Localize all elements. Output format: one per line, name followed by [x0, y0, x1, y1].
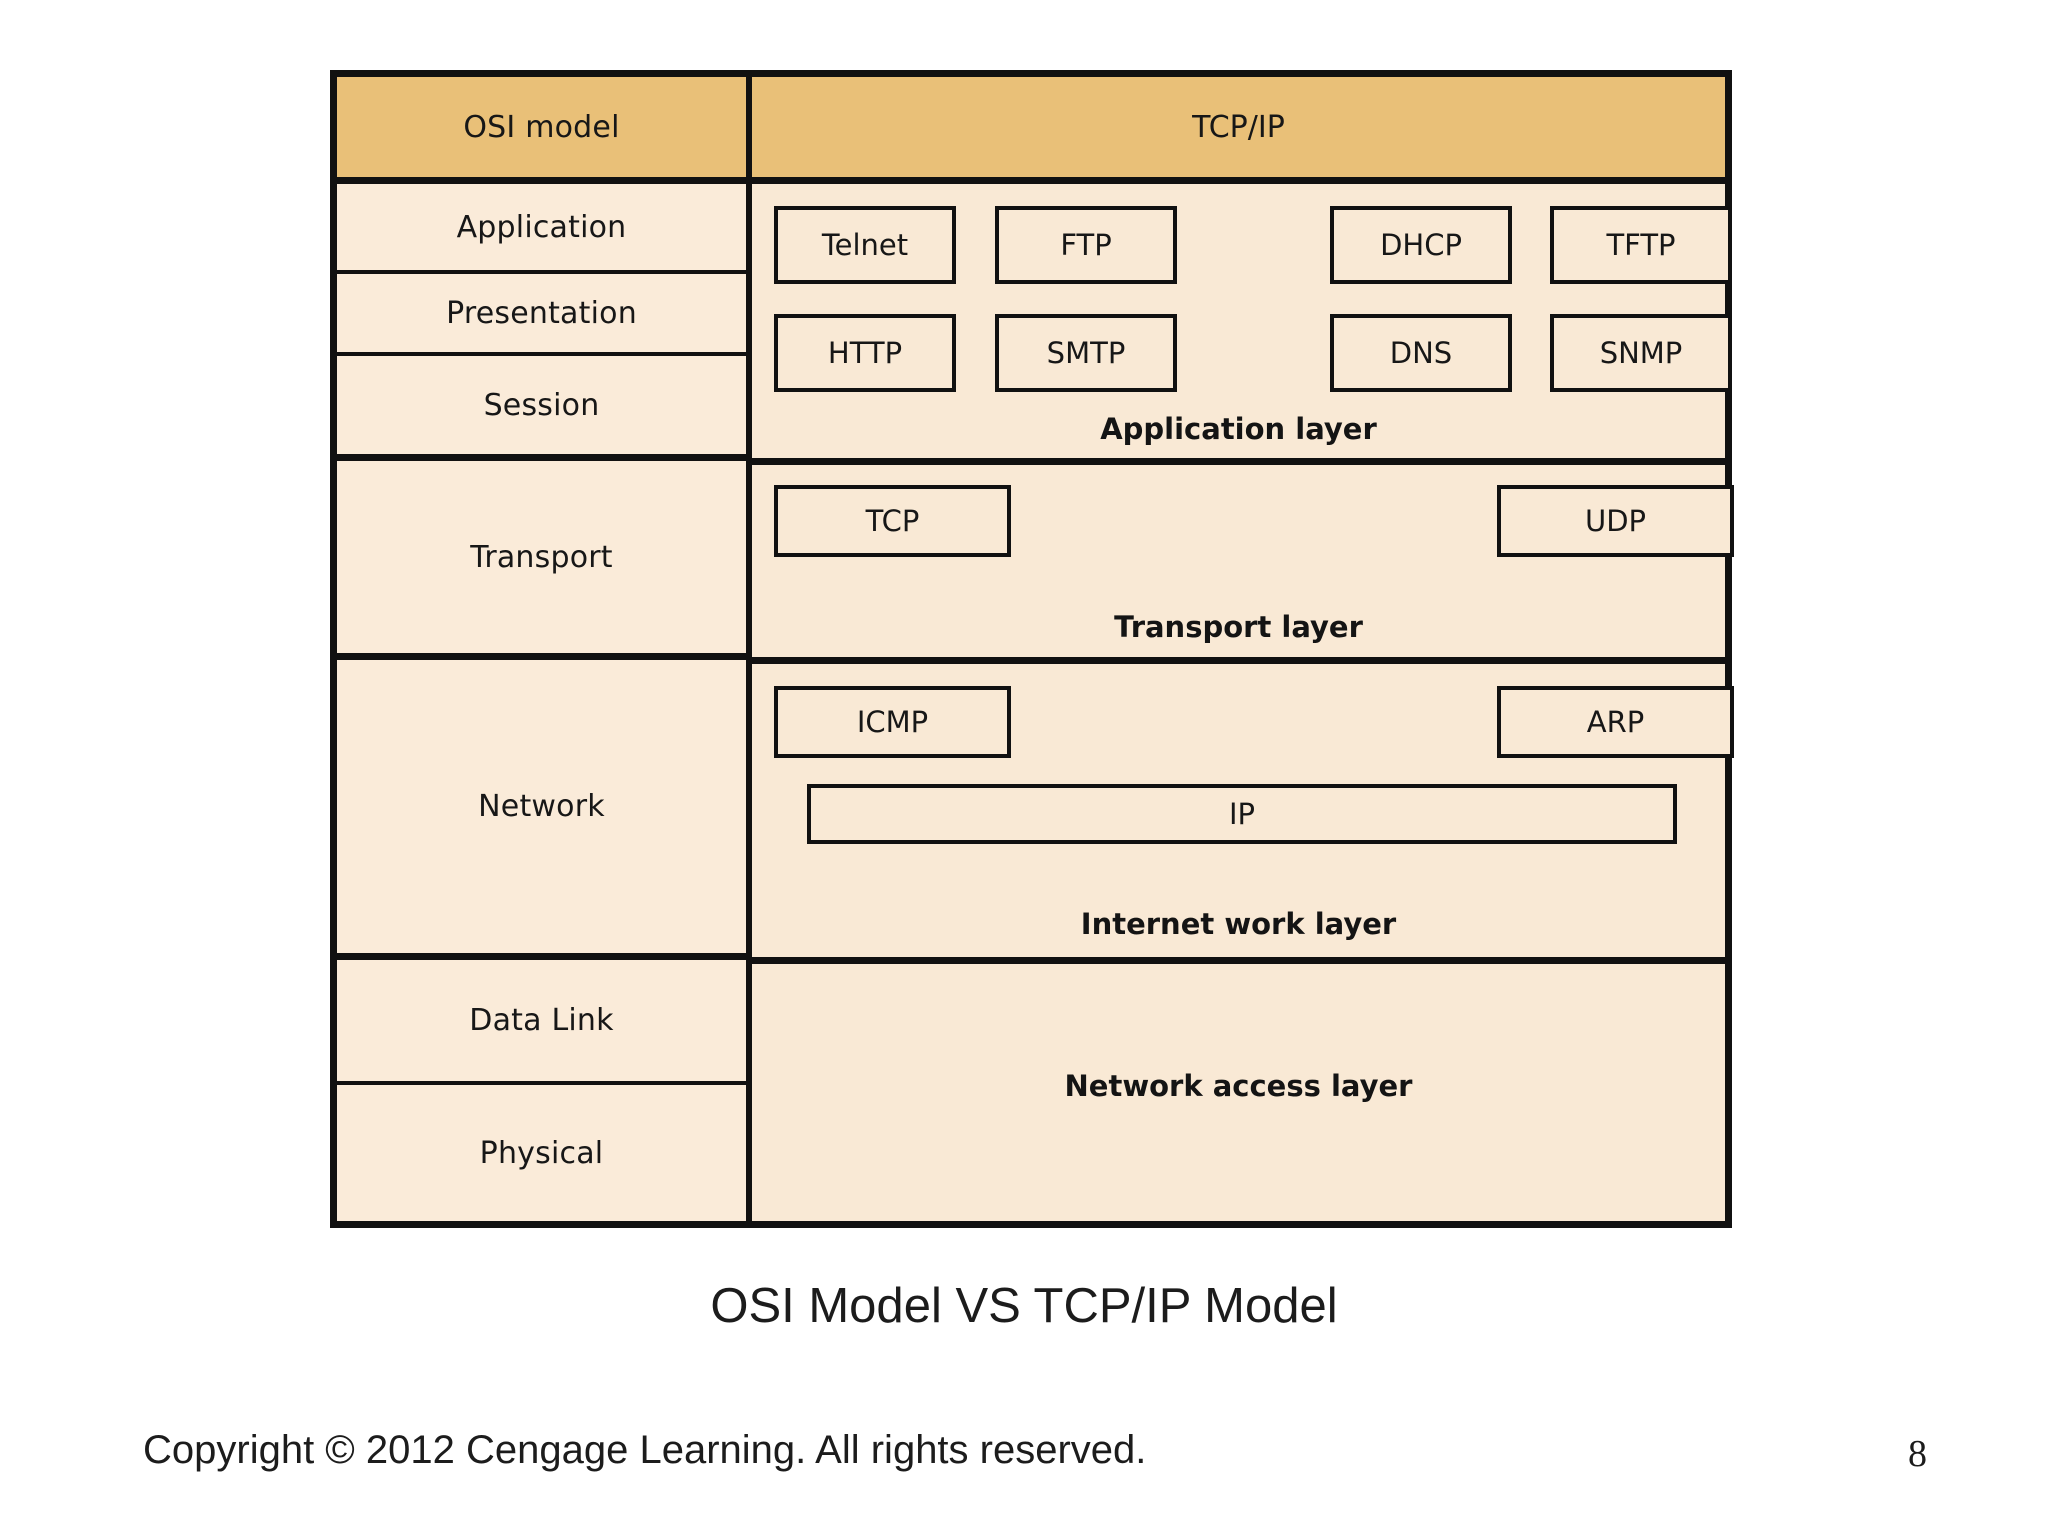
protocol-box-udp[interactable]: UDP: [1497, 485, 1734, 557]
header-label-osi: OSI model: [463, 109, 620, 145]
page-title: OSI Model VS TCP/IP Model: [710, 1279, 1338, 1333]
protocol-label: UDP: [1584, 504, 1647, 538]
tcpip-layer-internetwork: ICMP ARP IP Internet work layer: [752, 664, 1734, 964]
protocol-label: DHCP: [1380, 228, 1462, 262]
tcpip-layer-network-access: Network access layer: [752, 964, 1725, 1221]
protocol-label: ICMP: [856, 705, 929, 739]
protocol-box-arp[interactable]: ARP: [1497, 686, 1734, 758]
osi-layer-label: Physical: [479, 1135, 604, 1171]
protocol-label: IP: [1228, 797, 1256, 831]
osi-layer-session: Session: [337, 356, 746, 461]
table-header-row: OSI model TCP/IP: [337, 77, 1725, 184]
protocol-label: HTTP: [827, 336, 903, 370]
protocol-label: Telnet: [821, 228, 909, 262]
tcpip-layer-transport: TCP UDP Transport layer: [752, 465, 1734, 664]
osi-layer-presentation: Presentation: [337, 274, 746, 356]
protocol-box-dhcp[interactable]: DHCP: [1330, 206, 1512, 284]
tcpip-layer-title-transport: Transport layer: [1114, 610, 1363, 644]
protocol-box-tcp[interactable]: TCP: [774, 485, 1011, 557]
protocol-label: FTP: [1060, 228, 1112, 262]
protocol-label: SNMP: [1599, 336, 1683, 370]
osi-layer-label: Application: [456, 209, 627, 245]
protocol-box-telnet[interactable]: Telnet: [774, 206, 956, 284]
tcpip-layer-title-network-access: Network access layer: [1064, 1069, 1413, 1103]
osi-tcpip-comparison-table: OSI model TCP/IP Application Presentatio…: [330, 70, 1734, 1228]
osi-layer-label: Session: [483, 387, 600, 423]
header-cell-osi: OSI model: [337, 77, 752, 177]
page-number: 8: [1908, 1433, 1927, 1475]
tcpip-layer-title-internetwork: Internet work layer: [1080, 907, 1397, 941]
protocol-box-icmp[interactable]: ICMP: [774, 686, 1011, 758]
tcpip-layer-column: Telnet FTP DHCP TFTP HTTP SMTP: [752, 184, 1734, 1221]
protocol-box-snmp[interactable]: SNMP: [1550, 314, 1732, 392]
tcpip-layer-application: Telnet FTP DHCP TFTP HTTP SMTP: [752, 184, 1732, 465]
osi-layer-column: Application Presentation Session Transpo…: [337, 184, 752, 1221]
tcpip-layer-title-application: Application layer: [1100, 412, 1377, 446]
protocol-label: ARP: [1586, 705, 1645, 739]
osi-layer-physical: Physical: [337, 1085, 746, 1221]
osi-layer-transport: Transport: [337, 461, 746, 660]
protocol-box-dns[interactable]: DNS: [1330, 314, 1512, 392]
copyright-notice: Copyright © 2012 Cengage Learning. All r…: [143, 1428, 1147, 1472]
osi-layer-application: Application: [337, 184, 746, 274]
osi-layer-label: Data Link: [469, 1003, 614, 1038]
osi-layer-label: Transport: [470, 539, 613, 575]
table-body: Application Presentation Session Transpo…: [337, 184, 1734, 1221]
protocol-label: SMTP: [1046, 336, 1126, 370]
protocol-box-smtp[interactable]: SMTP: [995, 314, 1177, 392]
protocol-box-http[interactable]: HTTP: [774, 314, 956, 392]
header-cell-tcpip: TCP/IP: [752, 77, 1725, 177]
header-label-tcpip: TCP/IP: [1192, 109, 1285, 145]
protocol-label: DNS: [1389, 336, 1453, 370]
osi-layer-label: Network: [478, 789, 605, 824]
protocol-box-ftp[interactable]: FTP: [995, 206, 1177, 284]
osi-layer-network: Network: [337, 660, 746, 960]
protocol-box-ip[interactable]: IP: [807, 784, 1677, 844]
protocol-label: TFTP: [1606, 228, 1676, 262]
protocol-label: TCP: [865, 504, 920, 538]
osi-layer-label: Presentation: [446, 295, 637, 331]
osi-layer-data-link: Data Link: [337, 960, 746, 1085]
protocol-box-tftp[interactable]: TFTP: [1550, 206, 1732, 284]
